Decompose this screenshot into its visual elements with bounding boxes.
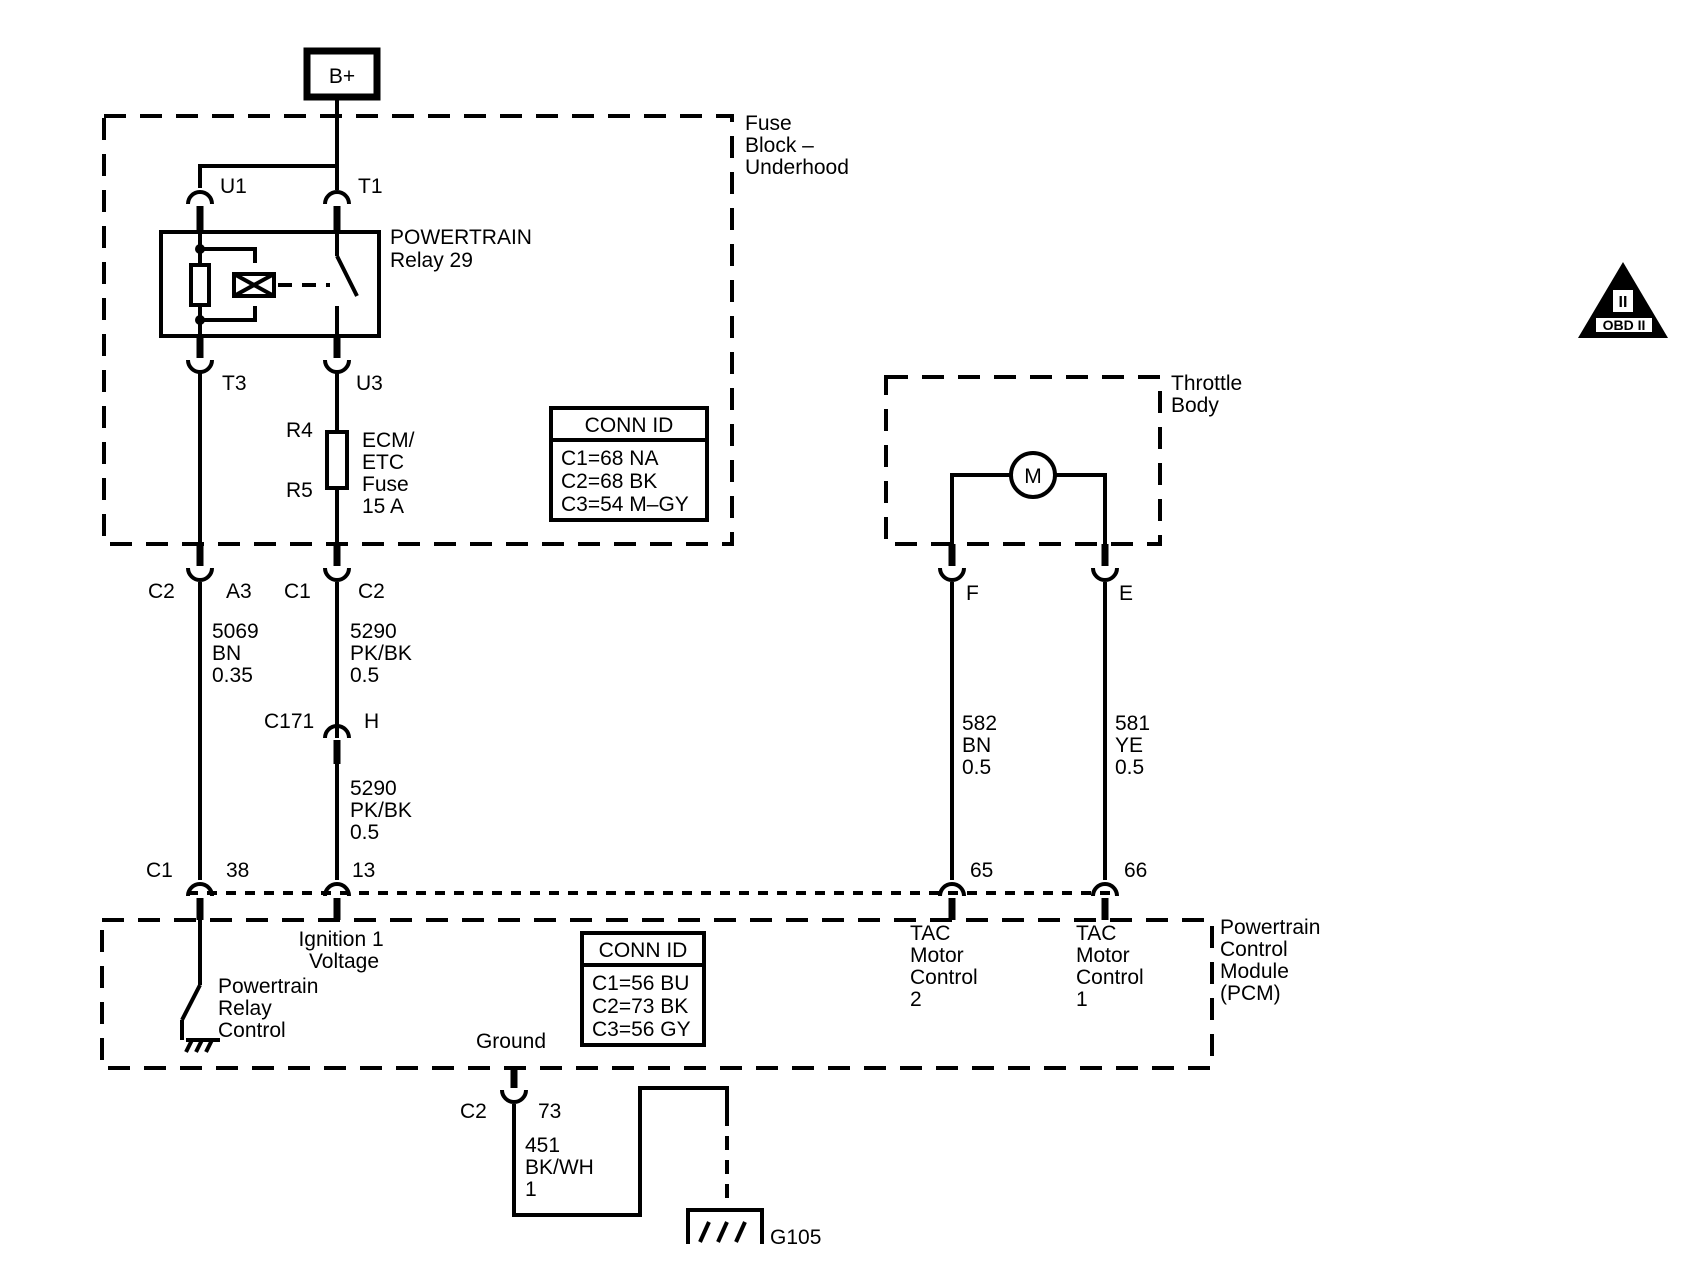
pcm-pin-38: 38 xyxy=(226,859,249,882)
conn-id-title: CONN ID xyxy=(585,414,674,437)
fuse-terminal-r5: R5 xyxy=(286,479,313,502)
relay-control-switch-icon xyxy=(180,984,202,1021)
throttle-pin-e: E xyxy=(1119,582,1133,605)
battery-positive-source: B+ xyxy=(303,47,381,166)
throttle-pin-f-icon xyxy=(938,567,966,582)
throttle-pin-e-icon xyxy=(1091,567,1119,582)
wire-5290-lower-label: 5290 PK/BK 0.5 xyxy=(350,777,418,844)
ecm-etc-fuse-icon xyxy=(325,430,349,490)
conn-id-table-fuse-block: CONN ID C1=68 NA C2=68 BK C3=54 M–GY xyxy=(549,406,709,522)
conn-id-lines: C1=56 BU C2=73 BK C3=56 GY xyxy=(592,972,695,1041)
pcm-pin-66-icon xyxy=(1091,882,1119,897)
circuit-451: C2 73 451 BK/WH 1 G105 xyxy=(460,1066,821,1249)
powertrain-relay: POWERTRAIN Relay 29 xyxy=(159,226,538,338)
circuit-581: 581 YE 0.5 xyxy=(1103,582,1156,880)
relay-resistor-icon xyxy=(189,263,211,307)
tac-motor-control-2-label: TAC Motor Control 2 xyxy=(910,922,984,1011)
terminal-t1-label: T1 xyxy=(358,175,383,198)
ground-pin-73: 73 xyxy=(538,1100,561,1123)
throttle-body: Throttle Body M F E xyxy=(884,372,1248,605)
obd-ii-badge: II OBD II xyxy=(1578,262,1668,338)
fuse-name: ECM/ ETC Fuse 15 A xyxy=(362,429,420,518)
pcm-connector-name: C1 xyxy=(146,859,173,882)
terminal-u3-icon xyxy=(323,359,351,374)
fuse-block-underhood: Fuse Block – Underhood U1 T1 POWERTRAIN … xyxy=(102,112,849,546)
ground-g105-icon xyxy=(686,1208,764,1244)
conn-id-title: CONN ID xyxy=(599,939,688,962)
relay-switch-icon xyxy=(335,255,359,297)
pcm-pin-66: 66 xyxy=(1124,859,1147,882)
relay-name: POWERTRAIN Relay 29 xyxy=(390,226,538,272)
relay-control-label: Powertrain Relay Control xyxy=(218,975,324,1042)
circuit-5069: C2 A3 5069 BN 0.35 xyxy=(148,372,265,880)
inline-connector-name: C171 xyxy=(264,710,314,733)
ignition-voltage-label: Ignition 1 Voltage xyxy=(298,928,389,973)
pcm-pin-65-icon xyxy=(938,882,966,897)
fuse-block-pin-a3: A3 xyxy=(226,580,252,603)
ground-point-label: G105 xyxy=(770,1226,821,1249)
tac-motor-control-1-label: TAC Motor Control 1 xyxy=(1076,922,1150,1011)
throttle-body-name: Throttle Body xyxy=(1171,372,1248,417)
pcm-connector-c1: C1 38 13 65 66 xyxy=(146,859,1147,920)
terminal-u3-label: U3 xyxy=(356,372,383,395)
wire-5069-label: 5069 BN 0.35 xyxy=(212,620,265,687)
pcm-pin-38-icon xyxy=(186,882,214,897)
inline-connector-c171-icon xyxy=(323,724,351,739)
pcm-pin-65: 65 xyxy=(970,859,993,882)
throttle-pin-f: F xyxy=(966,582,979,605)
wire-582-label: 582 BN 0.5 xyxy=(962,712,1003,779)
wire-581-label: 581 YE 0.5 xyxy=(1115,712,1156,779)
pcm-pin-13-icon xyxy=(323,882,351,897)
obd-badge-label: OBD II xyxy=(1603,317,1646,333)
terminal-t3-label: T3 xyxy=(222,372,247,395)
fuse-terminal-r4: R4 xyxy=(286,419,313,442)
pcm-pin-13: 13 xyxy=(352,859,375,882)
chassis-ground-icon xyxy=(184,1038,220,1053)
fuse-block-connector-c2-icon xyxy=(323,567,351,582)
terminal-u1-label: U1 xyxy=(220,175,247,198)
pcm-ground-label: Ground xyxy=(476,1030,546,1053)
fuse-block-name: Fuse Block – Underhood xyxy=(745,112,849,179)
circuit-5290: C1 C2 5290 PK/BK 0.5 C171 H 5290 PK/BK 0… xyxy=(264,544,418,880)
tac-motor-icon xyxy=(1009,451,1057,499)
ground-connector-name: C2 xyxy=(460,1100,487,1123)
inline-connector-pin: H xyxy=(364,710,379,733)
pcm-ground-pin-73-icon xyxy=(500,1089,528,1104)
fuse-block-connector-left: C2 xyxy=(148,580,175,603)
battery-label: B+ xyxy=(329,65,355,88)
wire-451-label: 451 BK/WH 1 xyxy=(525,1134,600,1201)
fuse-block-connector-a3-icon xyxy=(186,567,214,582)
conn-id-table-pcm: CONN ID C1=56 BU C2=73 BK C3=56 GY xyxy=(580,931,706,1047)
circuit-582: 582 BN 0.5 xyxy=(950,582,1003,880)
terminal-u1-icon xyxy=(186,190,214,205)
fuse-block-connector-right: C1 xyxy=(284,580,311,603)
terminal-t3-icon xyxy=(186,359,214,374)
pcm-name: Powertrain Control Module (PCM) xyxy=(1220,916,1326,1005)
conn-id-lines: C1=68 NA C2=68 BK C3=54 M–GY xyxy=(561,447,689,516)
obd-badge-numeral: II xyxy=(1619,294,1628,311)
terminal-t1-icon xyxy=(323,190,351,205)
wire-5290-upper-label: 5290 PK/BK 0.5 xyxy=(350,620,418,687)
tac-motor-label: M xyxy=(1024,465,1042,488)
relay-coil-icon xyxy=(232,272,276,298)
powertrain-control-module: Powertrain Control Module (PCM) Powertra… xyxy=(100,916,1326,1070)
fuse-block-pin-c2: C2 xyxy=(358,580,385,603)
